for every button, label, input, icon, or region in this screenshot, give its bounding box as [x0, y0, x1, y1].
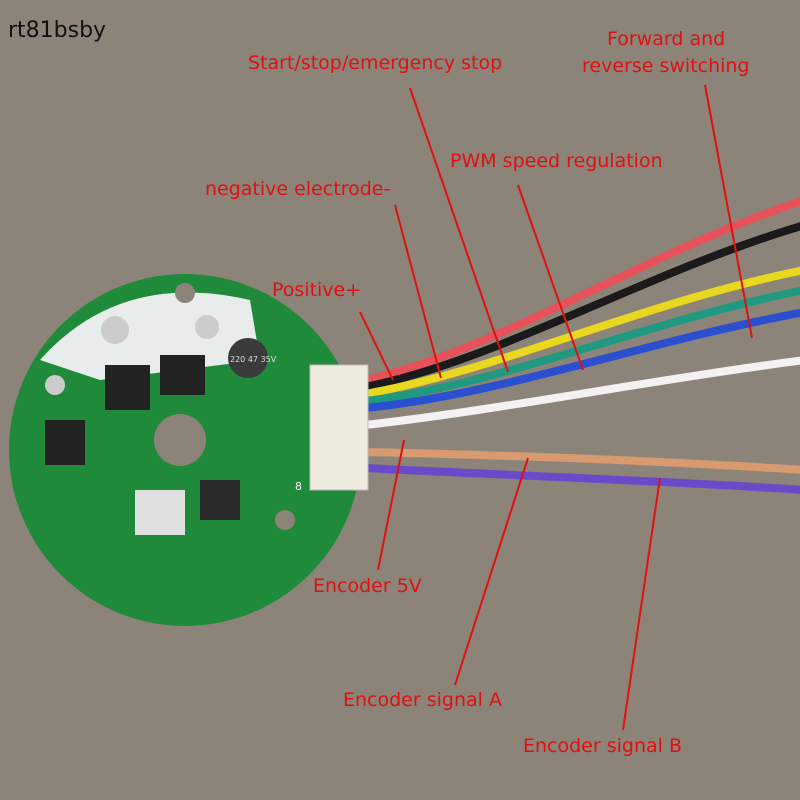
- chip: [45, 420, 85, 465]
- start-stop-pointer: [409, 87, 509, 373]
- chip: [200, 480, 240, 520]
- label-signal-b: Encoder signal B: [523, 735, 682, 757]
- chip: [105, 365, 150, 410]
- label-positive: Positive+: [272, 279, 362, 301]
- wire-red: [361, 197, 800, 384]
- wire-green: [361, 286, 800, 405]
- mounting-hole: [175, 283, 195, 303]
- positive-pointer: [359, 311, 394, 381]
- wire-orange: [361, 448, 800, 474]
- hall-sensor: [195, 315, 219, 339]
- chip: [160, 355, 205, 395]
- label-signal-a: Encoder signal A: [343, 689, 502, 711]
- wire-white: [361, 356, 800, 429]
- wires: [361, 197, 800, 494]
- mounting-hole: [275, 510, 295, 530]
- label-forward-line2: reverse switching: [582, 55, 750, 77]
- connector-pin-mark: 8: [295, 480, 302, 493]
- forward-pointer: [704, 84, 753, 339]
- signal-a-pointer: [454, 457, 529, 686]
- hall-sensor: [45, 375, 65, 395]
- pwm-pointer: [517, 184, 584, 371]
- watermark: rt81bsby: [8, 18, 107, 43]
- pcb-board: 220 47 35V: [9, 274, 361, 626]
- connector: 8: [295, 364, 369, 493]
- label-start-stop: Start/stop/emergency stop: [248, 52, 503, 74]
- wire-black: [361, 222, 800, 391]
- capacitor: 220 47 35V: [228, 338, 277, 378]
- signal-b-pointer: [622, 477, 661, 731]
- label-negative: negative electrode-: [205, 178, 391, 200]
- hall-sensor: [101, 316, 129, 344]
- center-hole: [154, 414, 206, 466]
- encoder-5v-pointer: [377, 439, 405, 571]
- capacitor-text: 220 47 35V: [230, 355, 277, 364]
- negative-pointer: [394, 204, 442, 379]
- label-forward-line1: Forward and: [607, 28, 726, 50]
- label-pwm: PWM speed regulation: [450, 150, 663, 172]
- wire-blue: [361, 308, 800, 412]
- wire-purple: [361, 464, 800, 494]
- annotation-lines: [359, 84, 753, 731]
- pad: [135, 490, 185, 535]
- label-encoder-5v: Encoder 5V: [313, 575, 422, 597]
